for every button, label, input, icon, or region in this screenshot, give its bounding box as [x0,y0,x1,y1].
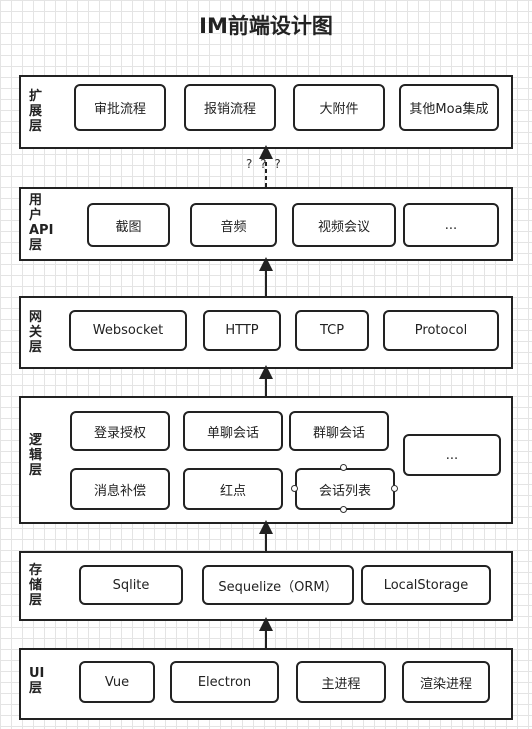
box-electron: Electron [170,661,279,703]
layer-logic-label: 逻 辑 层 [29,433,43,478]
layer-gateway-label: 网 关 层 [29,310,43,355]
box-logic-more: ... [403,434,501,476]
selection-handle-left [291,485,298,492]
box-http: HTTP [203,310,281,351]
layer-logic: 逻 辑 层 登录授权 单聊会话 群聊会话 消息补偿 红点 会话列表 ... [19,396,513,524]
box-reimbursement-flow: 报销流程 [184,84,276,131]
layer-extension: 扩 展 层 审批流程 报销流程 大附件 其他Moa集成 [19,75,513,149]
box-user-api-more: ... [403,203,499,247]
box-screenshot: 截图 [87,203,170,247]
selection-handle-right [391,485,398,492]
box-red-dot: 红点 [183,468,283,510]
box-protocol: Protocol [383,310,499,351]
diagram-title: IM前端设计图 [199,14,333,38]
box-approval-flow: 审批流程 [74,84,166,131]
selection-handle-bottom [340,506,347,513]
box-tcp: TCP [295,310,369,351]
box-localstorage: LocalStorage [361,565,491,605]
connector-question-marks: ? ? ? [246,157,283,171]
box-main-process: 主进程 [296,661,386,703]
box-group-chat: 群聊会话 [289,411,389,451]
box-other-moa: 其他Moa集成 [399,84,499,131]
layer-extension-label: 扩 展 层 [29,89,43,134]
box-message-compensation: 消息补偿 [70,468,170,510]
box-video-meeting: 视频会议 [292,203,396,247]
box-single-chat: 单聊会话 [183,411,283,451]
layer-storage-label: 存 储 层 [29,563,43,608]
box-sqlite: Sqlite [79,565,183,605]
box-large-attachment: 大附件 [293,84,385,131]
layer-user-api: 用 户 API 层 截图 音频 视频会议 ... [19,187,513,261]
layer-ui: UI 层 Vue Electron 主进程 渲染进程 [19,648,513,720]
box-websocket: Websocket [69,310,187,351]
selection-handle-top [340,464,347,471]
layer-user-api-label: 用 户 API 层 [29,193,54,253]
layer-ui-label: UI 层 [29,666,45,696]
box-render-process: 渲染进程 [402,661,490,703]
box-audio: 音频 [190,203,277,247]
layer-storage: 存 储 层 Sqlite Sequelize（ORM） LocalStorage [19,551,513,621]
box-login-auth: 登录授权 [70,411,170,451]
box-vue: Vue [79,661,155,703]
box-sequelize: Sequelize（ORM） [202,565,354,605]
